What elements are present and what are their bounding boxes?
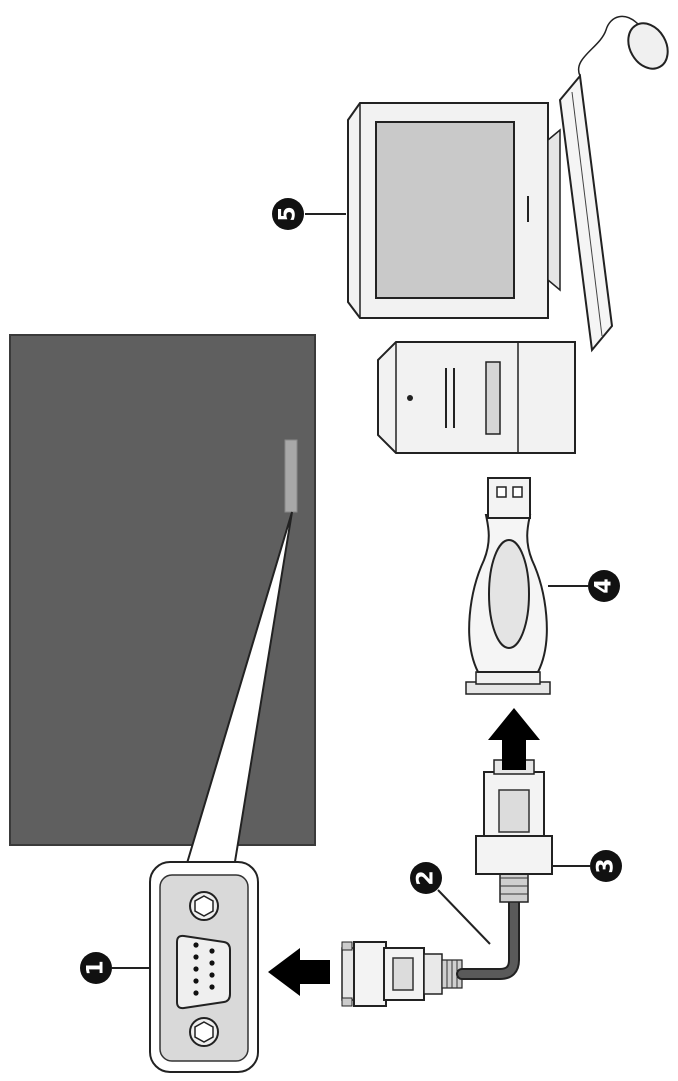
callout-3: 3 bbox=[590, 850, 622, 882]
callout-1: 1 bbox=[80, 952, 112, 984]
tv-back-panel bbox=[9, 334, 316, 846]
arrow-to-tv-port bbox=[268, 948, 330, 996]
callout-2-label: 2 bbox=[414, 870, 439, 885]
usb-serial-adapter bbox=[465, 477, 551, 695]
callout-4-label: 4 bbox=[592, 578, 617, 593]
serial-cable bbox=[456, 894, 520, 980]
arrow-to-usb-adapter bbox=[488, 708, 540, 770]
callout-3-label: 3 bbox=[594, 858, 619, 873]
keyboard bbox=[558, 73, 614, 353]
callout-1-label: 1 bbox=[84, 960, 109, 975]
callout-4: 4 bbox=[588, 570, 620, 602]
callout-5: 5 bbox=[272, 198, 304, 230]
tv-rs232-port-detail bbox=[149, 861, 259, 1073]
leader-line-2 bbox=[437, 889, 491, 945]
mouse bbox=[577, 15, 669, 77]
serial-cable-connector-tv-end bbox=[341, 941, 463, 1007]
serial-cable-connector-adapter-end bbox=[475, 759, 553, 903]
computer-tower bbox=[377, 341, 576, 454]
computer-monitor bbox=[347, 102, 561, 319]
callout-2: 2 bbox=[410, 862, 442, 894]
tv-serial-port-slot bbox=[284, 439, 298, 513]
callout-5-label: 5 bbox=[276, 206, 301, 221]
